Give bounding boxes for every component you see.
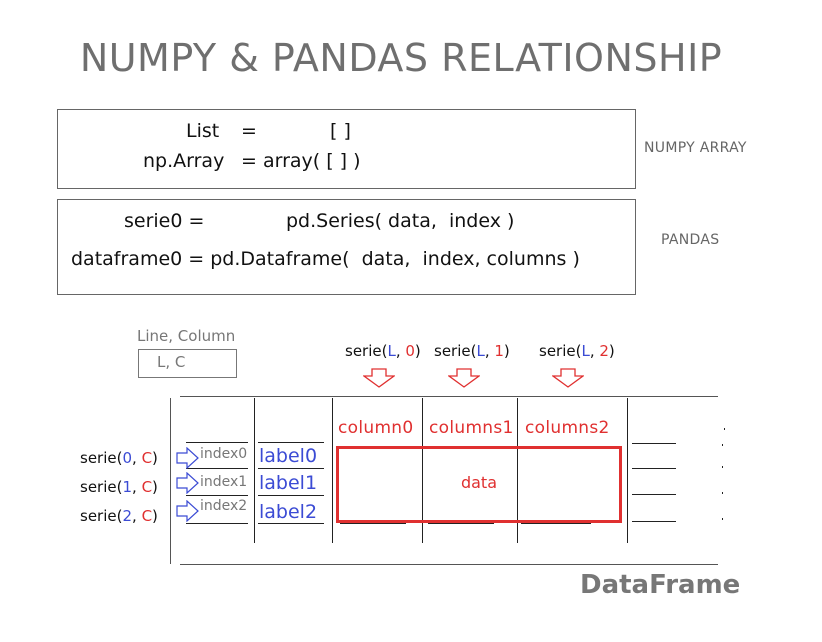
down-arrow-icon: [363, 368, 395, 388]
row-line: [186, 495, 248, 496]
row-label-0: label0: [259, 445, 318, 467]
grid-vline: [332, 398, 333, 543]
column-header-2: columns2: [525, 418, 610, 438]
list-value: [ ]: [330, 120, 351, 142]
numpy-array-label: NUMPY ARRAY: [644, 140, 747, 156]
line-column-value: L, C: [157, 353, 186, 371]
grid-vline: [254, 398, 255, 543]
data-box: data: [336, 446, 622, 523]
row-line: [632, 521, 676, 522]
list-equals: =: [241, 120, 257, 142]
pandas-box: serie0 = pd.Series( data, index ) datafr…: [57, 199, 636, 295]
row-line: [428, 523, 494, 524]
row-line: [632, 443, 676, 444]
row-line: [258, 523, 324, 524]
row-line: [258, 468, 324, 469]
line-column-box: L, C: [138, 349, 237, 378]
page-title: NUMPY & PANDAS RELATIONSHIP: [79, 36, 723, 80]
serie-top-1: serie(L, 1): [434, 342, 510, 360]
serie-left-2: serie(2, C): [80, 507, 158, 525]
right-arrow-icon: [176, 500, 199, 522]
line-column-caption: Line, Column: [137, 327, 236, 345]
row-line: [521, 523, 591, 524]
pandas-label: PANDAS: [661, 232, 720, 248]
numpy-box: List = [ ] np.Array = array( [ ] ): [57, 109, 636, 189]
dataframe-name: DataFrame: [580, 570, 741, 600]
row-line: [258, 442, 324, 443]
serie-left-0: serie(0, C): [80, 449, 158, 467]
grid-vline: [722, 444, 723, 446]
serie-top-0: serie(L, 0): [345, 342, 421, 360]
nparray-label: np.Array: [143, 150, 225, 172]
index-label-2: index2: [200, 498, 248, 514]
data-label: data: [460, 473, 498, 492]
serie0-label: serie0 =: [124, 210, 205, 232]
right-arrow-icon: [176, 472, 199, 494]
serie0-value: pd.Series( data, index ): [286, 210, 515, 232]
right-arrow-icon: [176, 447, 199, 469]
dataframe0-line: dataframe0 = pd.Dataframe( data, index, …: [71, 248, 580, 270]
row-line: [632, 468, 676, 469]
index-label-1: index1: [200, 474, 248, 490]
grid-top-line: [180, 396, 718, 397]
row-label-1: label1: [259, 472, 318, 494]
row-label-2: label2: [259, 501, 318, 523]
column-header-1: columns1: [429, 418, 514, 438]
row-line: [340, 523, 406, 524]
down-arrow-icon: [552, 368, 584, 388]
grid-bottom-line: [180, 564, 718, 565]
index-label-0: index0: [200, 446, 248, 462]
down-arrow-icon: [448, 368, 480, 388]
grid-vline: [627, 398, 628, 543]
row-line: [186, 523, 248, 524]
row-line: [632, 494, 676, 495]
grid-vline: [722, 492, 723, 494]
serie-top-2: serie(L, 2): [539, 342, 615, 360]
grid-vline: [722, 466, 723, 468]
serie-left-1: serie(1, C): [80, 478, 158, 496]
grid-vline: [170, 398, 171, 564]
row-line: [258, 495, 324, 496]
grid-vline: [722, 518, 723, 520]
row-line: [186, 442, 248, 443]
column-header-0: column0: [338, 418, 414, 438]
list-label: List: [186, 120, 220, 142]
nparray-value: = array( [ ] ): [241, 150, 361, 172]
grid-vline: [724, 428, 725, 430]
